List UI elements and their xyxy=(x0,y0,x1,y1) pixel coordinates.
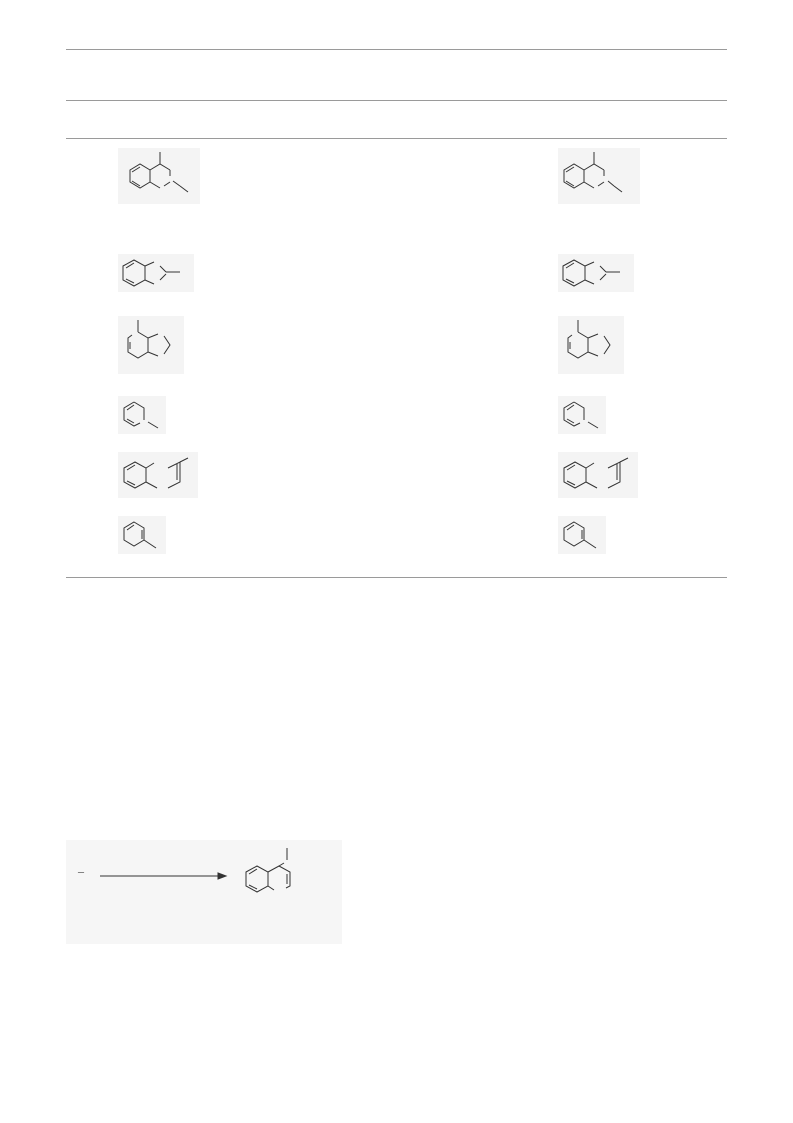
pyridine-icon xyxy=(563,401,599,429)
structure-left-row-2 xyxy=(118,254,194,292)
quinoline-icon xyxy=(563,457,629,489)
thienopyridine-icon xyxy=(567,320,611,359)
benzothiazole-icon xyxy=(562,259,620,287)
structure-right-row-5 xyxy=(558,452,638,498)
reactant-label: – xyxy=(78,864,84,878)
structure-left-row-4 xyxy=(118,396,166,434)
benzothiazole-icon xyxy=(122,259,180,287)
structure-left-row-3 xyxy=(118,316,184,374)
quinazoline-icon xyxy=(563,152,623,193)
structure-right-row-1 xyxy=(558,148,640,204)
benzene-icon xyxy=(563,521,597,549)
structure-right-row-6 xyxy=(558,516,606,554)
quinoline-icon xyxy=(245,848,291,893)
reaction-arrow-canvas xyxy=(100,848,291,893)
arrow-head-icon xyxy=(217,872,228,880)
table-body-rule xyxy=(66,138,727,139)
quinazoline-icon xyxy=(129,152,189,193)
reaction-scheme: – xyxy=(66,840,342,944)
structure-right-row-3 xyxy=(558,316,624,374)
benzene-icon xyxy=(123,521,157,549)
quinoline-icon xyxy=(123,457,189,489)
pyridine-icon xyxy=(123,401,159,429)
structure-left-row-6 xyxy=(118,516,166,554)
structure-right-row-4 xyxy=(558,396,606,434)
structure-right-row-2 xyxy=(558,254,634,292)
structure-left-row-1 xyxy=(118,148,200,204)
table-bottom-rule xyxy=(66,577,727,578)
structure-left-row-5 xyxy=(118,452,198,498)
thienopyridine-icon xyxy=(127,320,171,359)
table-top-rule xyxy=(66,49,727,50)
table-header-rule xyxy=(66,100,727,101)
